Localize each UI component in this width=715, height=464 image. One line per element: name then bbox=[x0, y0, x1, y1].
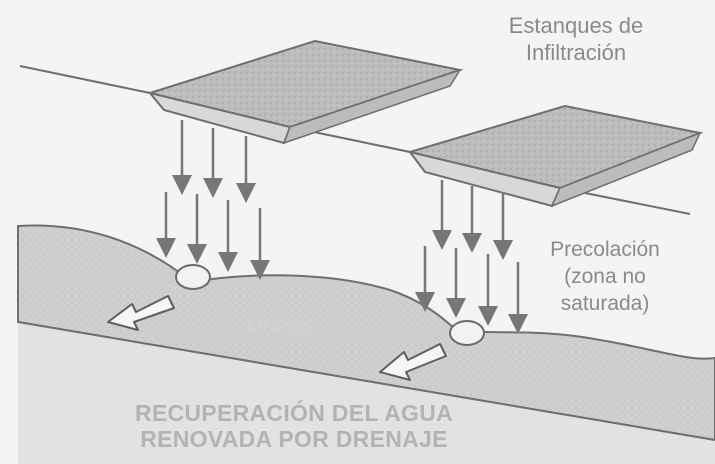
percolation-arrows-1 bbox=[156, 120, 270, 280]
drains-label: Drenes bbox=[248, 316, 316, 337]
water-table-line bbox=[17, 321, 715, 441]
infiltration-ponds-label-line-2: Infiltración bbox=[525, 40, 627, 65]
infiltration-pond-2 bbox=[406, 104, 704, 208]
saturated-soil bbox=[18, 322, 715, 464]
recovery-caption-line-1: RECUPERACIÓN DEL AGUA bbox=[134, 400, 454, 426]
infiltration-pond-1 bbox=[146, 39, 464, 145]
percolation-label-line-2: (zona no bbox=[564, 265, 646, 288]
outflow-arrow-1 bbox=[107, 295, 175, 331]
percolation-label: Precolación (zona no saturada) bbox=[520, 236, 690, 317]
percolation-arrows-2 bbox=[415, 180, 528, 334]
percolation-label-line-3: saturada) bbox=[560, 292, 650, 315]
drain-pipe-2 bbox=[449, 320, 485, 346]
recovery-caption: RECUPERACIÓN DEL AGUA RENOVADA POR DRENA… bbox=[74, 400, 514, 452]
percolation-label-line-1: Precolación bbox=[550, 238, 660, 261]
recovery-caption-line-2: RENOVADA POR DRENAJE bbox=[140, 426, 448, 452]
infiltration-ponds-label-line-1: Estanques de bbox=[508, 13, 644, 38]
ground-surface-left bbox=[19, 65, 151, 94]
infiltration-ponds-label: Estanques de Infiltración bbox=[486, 12, 666, 66]
outflow-arrow-2 bbox=[379, 343, 447, 381]
drain-pipe-1 bbox=[175, 264, 211, 290]
